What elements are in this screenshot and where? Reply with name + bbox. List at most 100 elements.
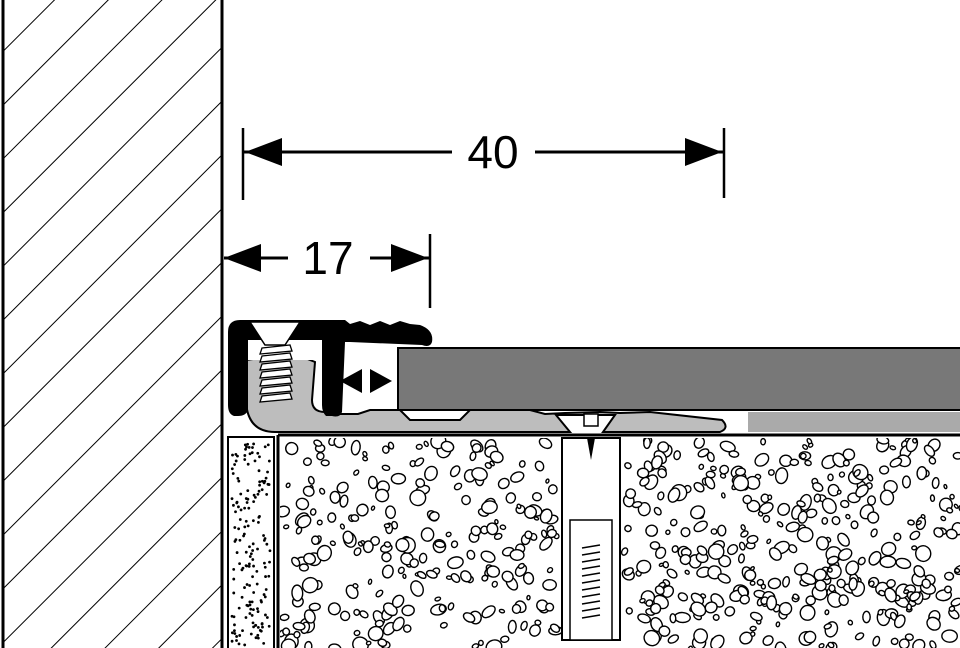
pebble — [665, 529, 671, 536]
pebble — [828, 584, 836, 593]
pebble — [802, 444, 809, 450]
dot — [243, 443, 247, 447]
pebble — [471, 643, 480, 648]
dot — [252, 625, 255, 629]
base-profile — [245, 357, 727, 433]
dot — [256, 636, 260, 640]
pebble — [391, 594, 405, 609]
wall-plug-anchor — [561, 437, 621, 641]
dot — [233, 629, 236, 633]
pebble — [805, 595, 816, 606]
pebble — [350, 514, 360, 522]
pebble — [886, 579, 896, 589]
pebble — [381, 564, 394, 579]
pebble — [362, 540, 374, 554]
dot — [243, 586, 246, 589]
pebble — [667, 634, 680, 644]
dot — [243, 643, 247, 647]
dot — [245, 445, 248, 449]
pebble — [650, 455, 663, 470]
dot — [254, 623, 258, 627]
pebble — [374, 619, 385, 628]
pebble — [845, 560, 860, 576]
pebble — [821, 516, 829, 525]
dot — [232, 577, 236, 581]
pebble — [943, 483, 948, 490]
pebble — [293, 630, 301, 639]
dot — [237, 527, 241, 531]
dot — [266, 470, 269, 474]
pebble — [838, 471, 846, 478]
dot — [238, 538, 242, 542]
pebble — [357, 541, 364, 547]
pebble — [428, 511, 440, 522]
dot — [266, 443, 270, 447]
pebble — [316, 451, 325, 461]
pebble — [693, 438, 705, 449]
dot — [232, 591, 236, 595]
screed-texture — [280, 438, 960, 648]
pebble — [471, 467, 488, 482]
pebble — [855, 484, 869, 498]
pebble — [489, 460, 495, 467]
pebble — [518, 460, 526, 468]
dot — [230, 467, 234, 471]
dot — [237, 642, 241, 646]
pebble — [390, 472, 407, 485]
pebble — [928, 456, 937, 465]
dot — [246, 604, 250, 608]
pebble — [836, 578, 846, 589]
dot — [267, 483, 271, 486]
dot — [260, 479, 264, 483]
dot — [248, 452, 252, 456]
screw-thread — [259, 360, 293, 371]
dot — [232, 567, 236, 571]
pebble — [698, 463, 705, 470]
pebble — [876, 438, 890, 445]
pebble — [625, 607, 633, 615]
pebble — [301, 576, 319, 594]
plug-thread — [581, 593, 601, 598]
dot — [243, 506, 247, 510]
dot — [236, 477, 240, 480]
dot — [267, 574, 271, 578]
pebble — [402, 573, 407, 580]
pebble — [739, 594, 751, 605]
pebble — [662, 560, 670, 569]
dot — [256, 610, 260, 613]
pebble — [737, 553, 746, 564]
pebble — [766, 595, 778, 611]
pebble — [545, 602, 555, 612]
pebble — [481, 605, 496, 619]
pebble — [946, 507, 954, 514]
dot — [256, 451, 260, 455]
pebble — [880, 541, 897, 557]
pebble — [410, 580, 424, 597]
pebble — [446, 556, 464, 570]
pebble — [500, 635, 510, 643]
pebble — [867, 511, 880, 524]
dimension-label-40: 40 — [467, 126, 518, 178]
pebble — [673, 611, 691, 624]
dot — [258, 628, 262, 632]
dot — [244, 616, 248, 619]
pebble — [524, 530, 533, 540]
pebble — [950, 597, 960, 607]
pebble — [381, 464, 391, 472]
pebble — [316, 544, 332, 562]
pebble — [750, 631, 756, 637]
pebble — [491, 580, 498, 588]
pebble — [313, 439, 323, 447]
dot — [253, 459, 257, 463]
dot — [257, 515, 261, 519]
pebble — [740, 530, 749, 538]
pebble — [953, 503, 959, 509]
dot — [237, 505, 240, 509]
pebble — [377, 638, 388, 648]
dot — [252, 442, 256, 446]
screw-thread — [259, 376, 293, 387]
pebble — [707, 543, 725, 560]
pebble — [923, 444, 936, 457]
dot — [235, 639, 238, 642]
dot — [262, 593, 266, 596]
